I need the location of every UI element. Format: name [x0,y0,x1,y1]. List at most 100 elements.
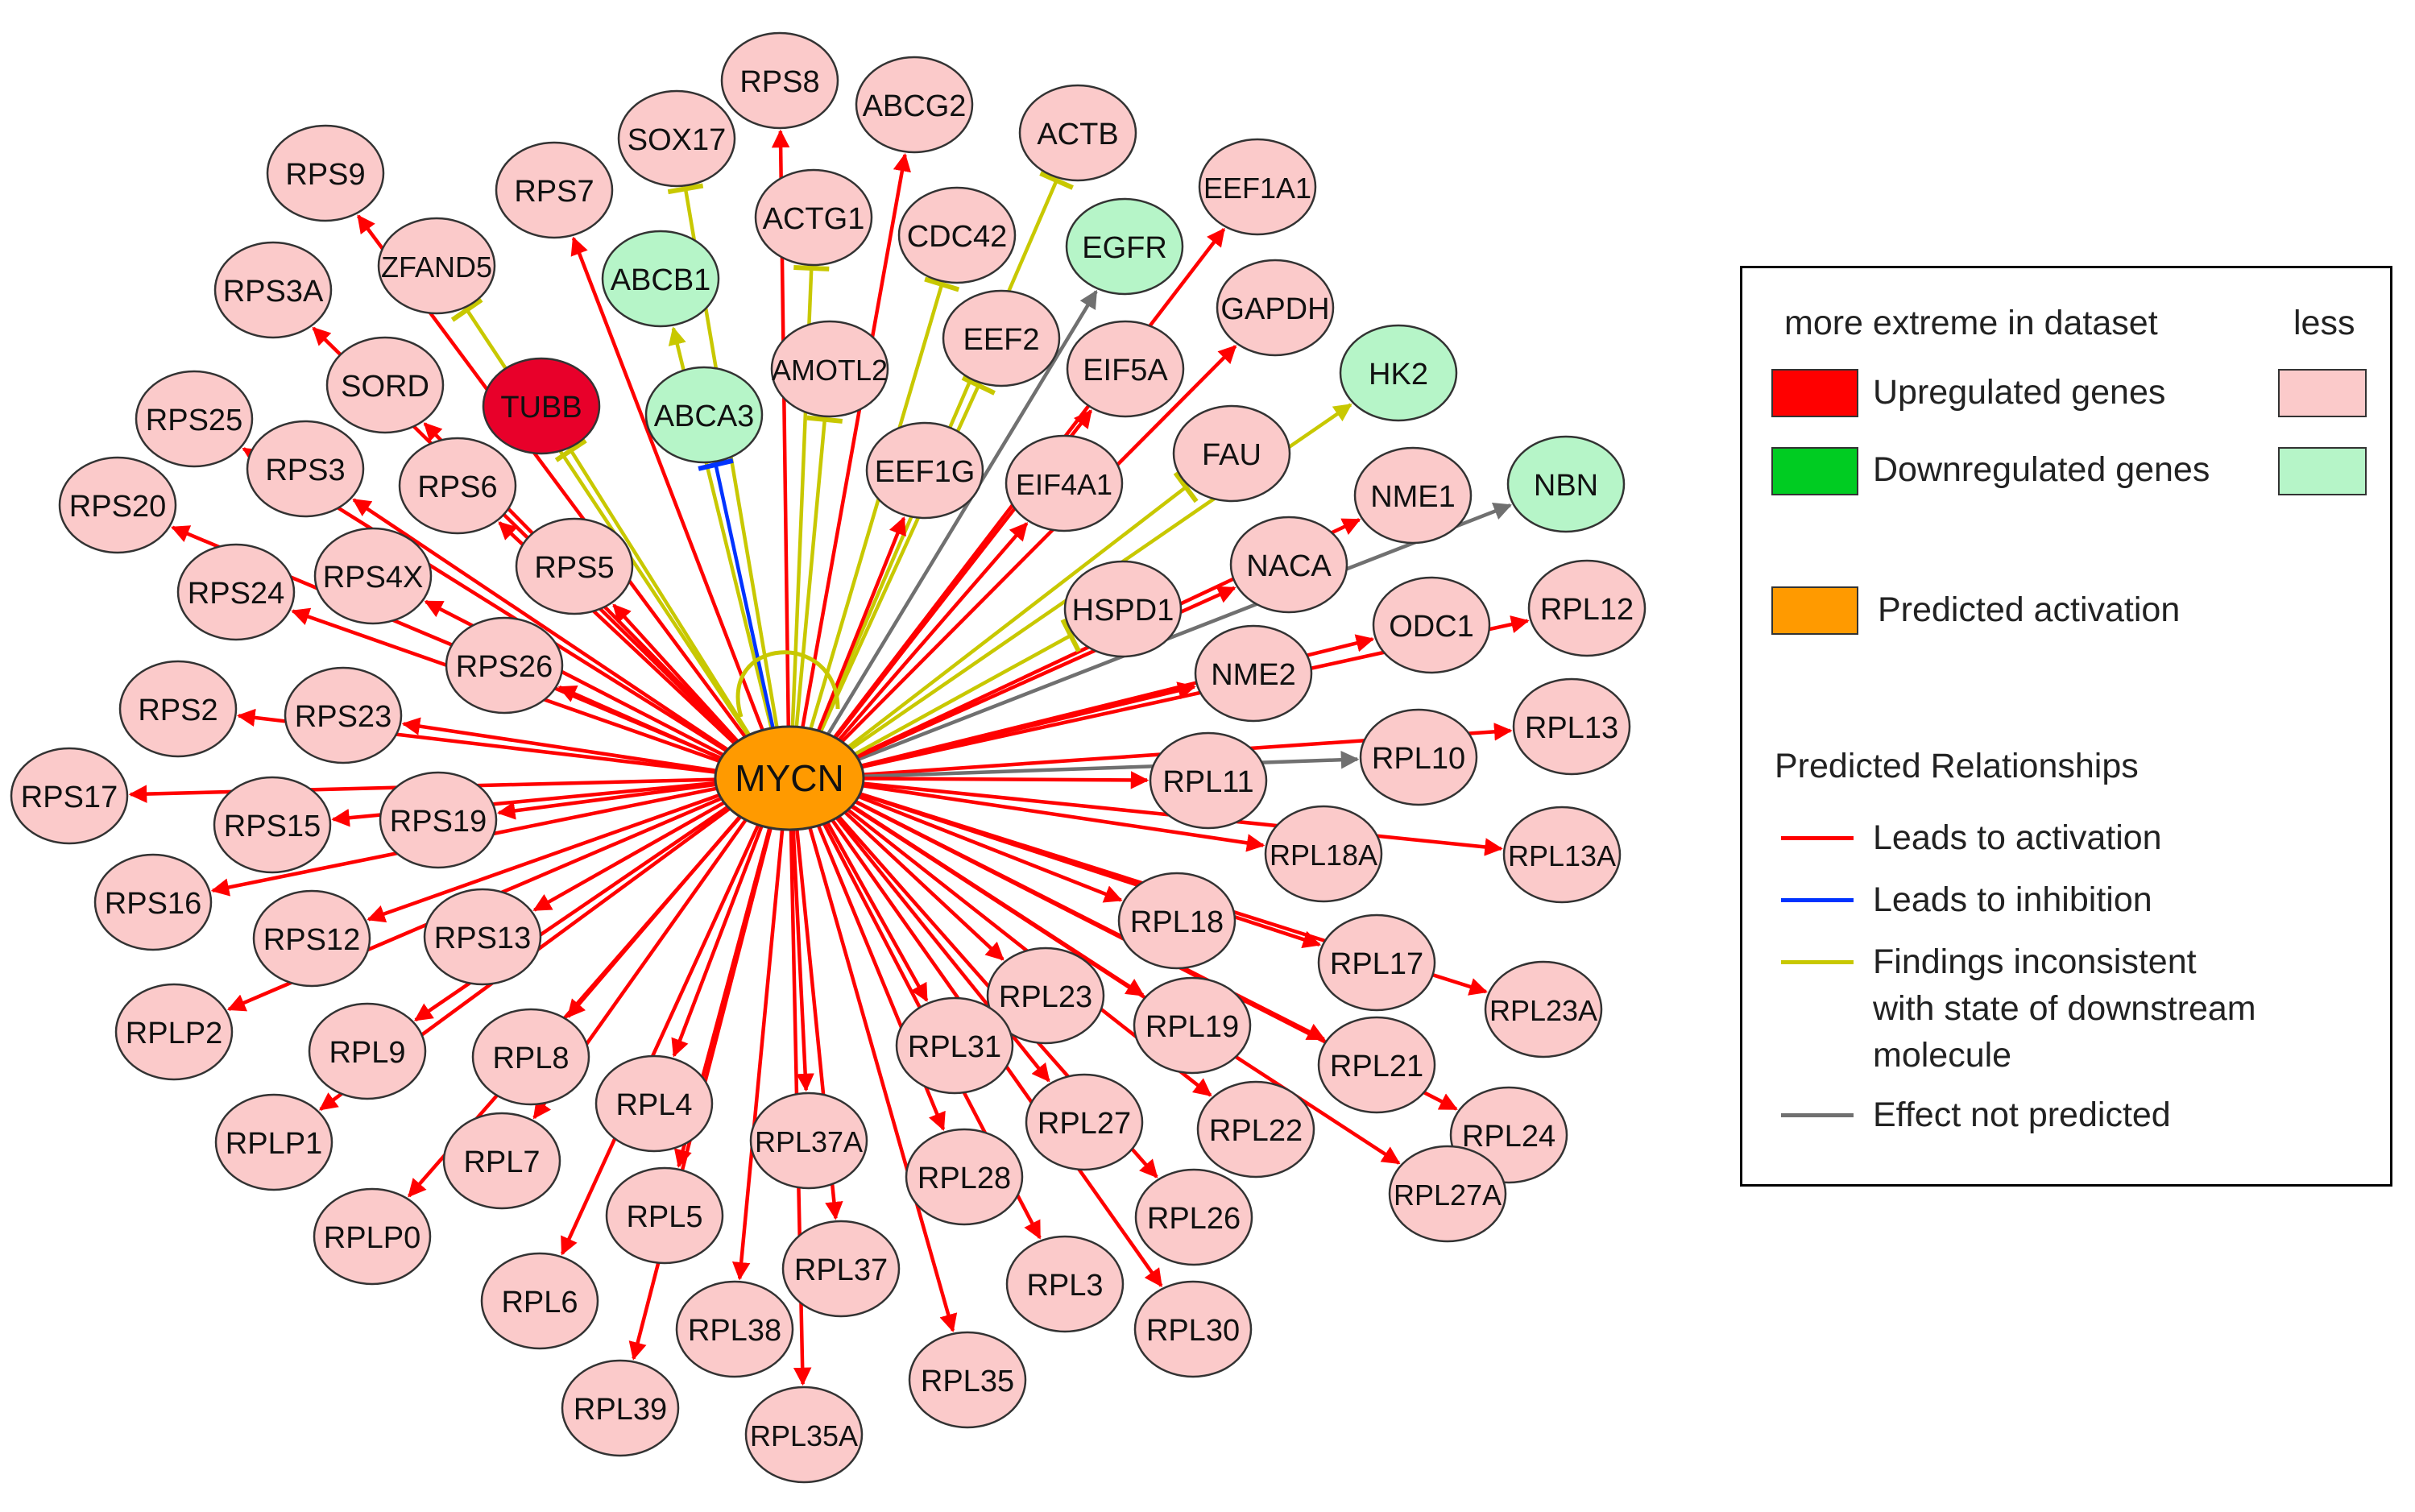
node-rpl18[interactable]: RPL18 [1117,872,1236,970]
node-rpl23[interactable]: RPL23 [986,947,1105,1045]
node-rpl37[interactable]: RPL37 [781,1220,901,1318]
node-eif5a[interactable]: EIF5A [1066,320,1185,418]
node-rps19[interactable]: RPS19 [379,771,498,869]
node-egfr[interactable]: EGFR [1065,197,1184,296]
node-rplp0[interactable]: RPLP0 [313,1187,432,1286]
node-rpl17[interactable]: RPL17 [1317,913,1436,1012]
node-rpl27[interactable]: RPL27 [1025,1073,1144,1171]
node-hk2[interactable]: HK2 [1339,324,1458,422]
node-label-eif5a: EIF5A [1083,354,1168,387]
node-hspd1[interactable]: HSPD1 [1063,560,1183,658]
node-rpl39[interactable]: RPL39 [561,1359,680,1457]
node-rps12[interactable]: RPS12 [252,889,371,988]
node-rpl13a[interactable]: RPL13A [1502,806,1622,904]
node-rpl10[interactable]: RPL10 [1359,708,1478,806]
node-eef2[interactable]: EEF2 [942,289,1061,387]
node-rpl8[interactable]: RPL8 [471,1008,590,1106]
node-rpl5[interactable]: RPL5 [605,1166,724,1265]
node-rpl31[interactable]: RPL31 [895,996,1014,1095]
node-rps26[interactable]: RPS26 [445,616,564,715]
node-rps3[interactable]: RPS3 [246,420,365,518]
node-eef1a1[interactable]: EEF1A1 [1198,138,1317,236]
node-rpl12[interactable]: RPL12 [1527,559,1647,657]
node-rps16[interactable]: RPS16 [93,853,213,951]
node-rpl4[interactable]: RPL4 [594,1054,714,1153]
node-zfand5[interactable]: ZFAND5 [377,217,496,315]
node-rpl27a[interactable]: RPL27A [1388,1145,1507,1243]
node-rps9[interactable]: RPS9 [266,124,385,222]
node-rps24[interactable]: RPS24 [176,543,296,641]
node-rpl22[interactable]: RPL22 [1196,1080,1315,1179]
node-rpl23a[interactable]: RPL23A [1484,960,1603,1058]
node-nme2[interactable]: NME2 [1194,624,1313,723]
edge-line-gapdh [837,345,1237,747]
edge-rpl35 [806,822,958,1332]
node-shape-rpl37 [781,1220,901,1318]
node-rpl19[interactable]: RPL19 [1133,976,1252,1075]
node-tubb[interactable]: TUBB [482,357,601,455]
node-gapdh[interactable]: GAPDH [1216,259,1335,357]
node-rps5[interactable]: RPS5 [515,517,634,615]
node-eif4a1[interactable]: EIF4A1 [1005,434,1124,532]
node-rps17[interactable]: RPS17 [10,747,129,845]
node-rpl9[interactable]: RPL9 [308,1002,427,1100]
node-rplp1[interactable]: RPLP1 [214,1093,333,1191]
node-abcg2[interactable]: ABCG2 [855,56,974,154]
node-amotl2[interactable]: AMOTL2 [770,320,889,418]
node-rps8[interactable]: RPS8 [720,31,839,130]
node-label-rpl27: RPL27 [1038,1107,1131,1141]
node-label-rpl27a: RPL27A [1394,1179,1502,1212]
node-rpl11[interactable]: RPL11 [1149,731,1268,830]
node-label-nbn: NBN [1534,469,1598,503]
node-rpl35a[interactable]: RPL35A [744,1386,864,1484]
node-rpl26[interactable]: RPL26 [1134,1168,1253,1266]
edge-bar-eef2 [961,375,996,396]
node-rps25[interactable]: RPS25 [135,370,254,468]
node-rpl28[interactable]: RPL28 [905,1128,1024,1226]
center-node-mycn[interactable]: MYCN [714,725,865,831]
node-label-rps23: RPS23 [295,700,391,734]
node-rps7[interactable]: RPS7 [495,141,614,239]
node-fau[interactable]: FAU [1172,404,1291,503]
node-odc1[interactable]: ODC1 [1372,576,1491,674]
node-rplp2[interactable]: RPLP2 [114,983,234,1081]
node-sox17[interactable]: SOX17 [617,89,736,188]
node-eef1g[interactable]: EEF1G [865,421,984,520]
node-actb[interactable]: ACTB [1018,84,1137,182]
edge-bar-cdc42 [924,276,960,292]
node-rpl6[interactable]: RPL6 [480,1252,599,1350]
node-rpl18a[interactable]: RPL18A [1264,805,1383,903]
node-actg1[interactable]: ACTG1 [754,168,873,267]
edge-line-rpl31 [823,818,929,1002]
node-rps15[interactable]: RPS15 [213,776,332,874]
node-shape-gapdh [1216,259,1335,357]
node-rps4x[interactable]: RPS4X [313,527,433,625]
node-rps13[interactable]: RPS13 [423,888,542,986]
node-rpl21[interactable]: RPL21 [1317,1016,1436,1114]
node-rpl3[interactable]: RPL3 [1005,1235,1125,1333]
node-nbn[interactable]: NBN [1506,435,1626,533]
node-rpl37a[interactable]: RPL37A [749,1092,868,1190]
node-label-rpl24: RPL24 [1462,1120,1555,1154]
node-sord[interactable]: SORD [325,336,445,434]
node-naca[interactable]: NACA [1229,516,1348,614]
node-shape-rpl6 [480,1252,599,1350]
node-rps2[interactable]: RPS2 [118,660,238,758]
node-cdc42[interactable]: CDC42 [897,186,1017,284]
node-rps3a[interactable]: RPS3A [213,241,333,339]
node-shape-rps9 [266,124,385,222]
node-rpl38[interactable]: RPL38 [675,1280,794,1378]
node-abca3[interactable]: ABCA3 [644,366,764,464]
node-rps20[interactable]: RPS20 [58,456,177,554]
node-rps23[interactable]: RPS23 [284,666,403,764]
node-rpl7[interactable]: RPL7 [442,1112,561,1210]
node-rpl35[interactable]: RPL35 [908,1331,1027,1429]
node-nme1[interactable]: NME1 [1353,446,1473,545]
line-key-not-predicted [1781,1113,1854,1117]
node-rps6[interactable]: RPS6 [398,437,517,535]
node-shape-rpl8 [471,1008,590,1106]
node-label-sord: SORD [341,370,429,404]
node-rpl13[interactable]: RPL13 [1512,677,1631,776]
node-abcb1[interactable]: ABCB1 [601,230,720,328]
node-rpl30[interactable]: RPL30 [1133,1280,1253,1378]
